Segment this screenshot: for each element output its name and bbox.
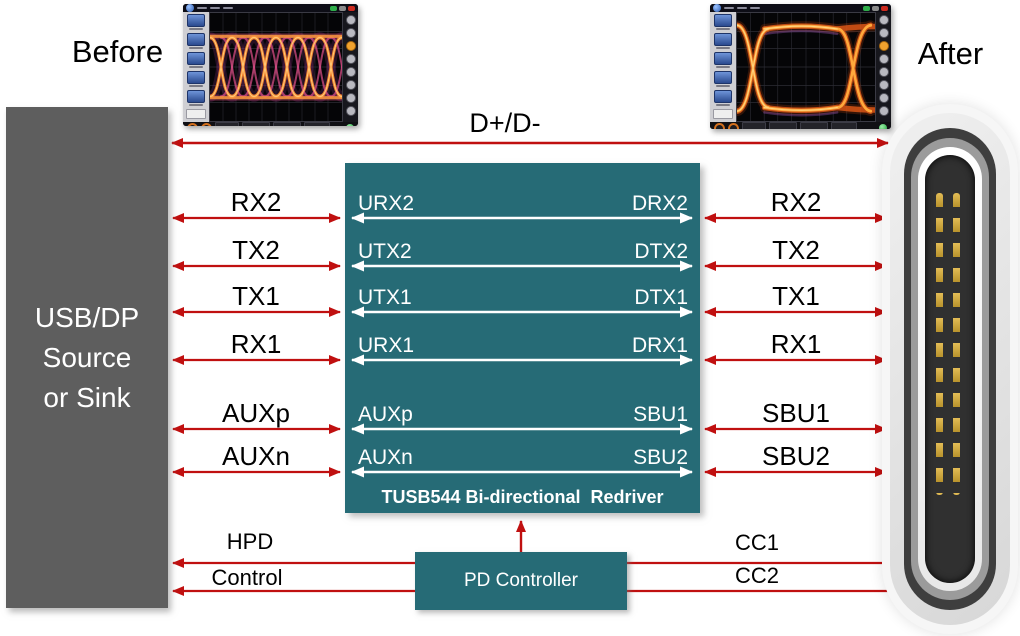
port-utx2: UTX2	[358, 240, 412, 263]
source-box-line2: Source	[42, 341, 132, 373]
label-right-rx2: RX2	[770, 187, 822, 217]
port-drx1: DRX1	[631, 334, 688, 357]
open-eye-diagram	[736, 12, 876, 122]
scope-tool-icon	[714, 71, 732, 84]
label-right-sbu2: SBU2	[762, 441, 830, 471]
label-left-auxp: AUXp	[222, 398, 290, 428]
scope-knob-column	[343, 12, 358, 122]
label-cc2: CC2	[734, 563, 779, 588]
port-drx2: DRX2	[631, 192, 688, 215]
scope-tool-icon	[187, 33, 205, 46]
usb-type-c-receptacle-image	[882, 104, 1018, 634]
scope-logo-icon	[713, 4, 721, 12]
scope-tool-icon	[714, 52, 732, 65]
label-left-rx2: RX2	[230, 187, 282, 217]
label-right-rx1: RX1	[770, 329, 822, 359]
usb-c-housing-ring	[904, 128, 996, 610]
usb-c-inner-ring	[911, 138, 989, 600]
scope-titlebar	[183, 4, 358, 12]
usb-c-pin-column	[953, 193, 960, 495]
before-eye-scope-image	[183, 4, 358, 126]
scope-toolbar	[183, 12, 209, 122]
source-box-line1: USB/DP	[34, 301, 140, 333]
source-box-line3: or Sink	[43, 381, 131, 413]
scope-tool-icon	[187, 52, 205, 65]
scope-tool-icon	[187, 71, 205, 84]
scope-run-led-icon	[879, 124, 887, 129]
port-utx1: UTX1	[358, 286, 412, 309]
label-before: Before	[71, 34, 164, 69]
port-dtx1: DTX1	[634, 286, 688, 309]
label-hpd: HPD	[226, 529, 274, 554]
scope-autoset-button	[186, 109, 206, 119]
usb-c-outer-shell	[890, 113, 1010, 625]
label-cc1: CC1	[734, 530, 779, 555]
scope-tool-icon	[714, 90, 732, 103]
scope-toolbar	[710, 12, 736, 122]
usb-dp-source-sink-box: USB/DP Source or Sink	[6, 107, 168, 608]
scope-status-bar	[183, 122, 358, 126]
usb-c-metal-rim	[918, 147, 982, 591]
label-dplus-dminus: D+/D-	[469, 108, 541, 138]
scope-window-buttons	[330, 5, 355, 11]
label-left-tx1: TX1	[232, 281, 280, 311]
scope-tool-icon	[187, 14, 205, 27]
usb-c-cavity	[925, 155, 975, 583]
scope-titlebar	[710, 4, 891, 12]
label-right-sbu1: SBU1	[762, 398, 830, 428]
scope-knob-column	[876, 12, 891, 122]
port-sbu2: SBU2	[633, 446, 688, 469]
closed-eye-diagram	[209, 12, 343, 122]
port-dtx2: DTX2	[634, 240, 688, 263]
port-urx1: URX1	[358, 334, 415, 357]
port-urx2: URX2	[358, 192, 415, 215]
usb-c-pin-column	[936, 193, 943, 495]
scope-tool-icon	[714, 33, 732, 46]
after-eye-scope-image	[710, 4, 891, 129]
label-left-rx1: RX1	[230, 329, 282, 359]
label-left-auxn: AUXn	[222, 441, 290, 471]
scope-logo-icon	[186, 4, 194, 12]
label-right-tx2: TX2	[772, 235, 820, 265]
scope-tool-icon	[714, 14, 732, 27]
pd-controller-box: PD Controller	[415, 552, 627, 610]
label-after: After	[917, 36, 984, 71]
label-left-tx2: TX2	[232, 235, 280, 265]
port-sbu1: SBU1	[633, 403, 688, 426]
redriver-title: TUSB544 Bi-directional Redriver	[381, 487, 664, 507]
label-right-tx1: TX1	[772, 281, 820, 311]
port-auxp: AUXp	[358, 403, 413, 426]
scope-autoset-button	[713, 109, 733, 119]
scope-status-bar	[710, 122, 891, 129]
scope-run-led-icon	[346, 124, 354, 126]
scope-tool-icon	[187, 90, 205, 103]
scope-window-buttons	[863, 5, 888, 11]
port-auxn: AUXn	[358, 446, 413, 469]
label-control: Control	[211, 565, 283, 590]
